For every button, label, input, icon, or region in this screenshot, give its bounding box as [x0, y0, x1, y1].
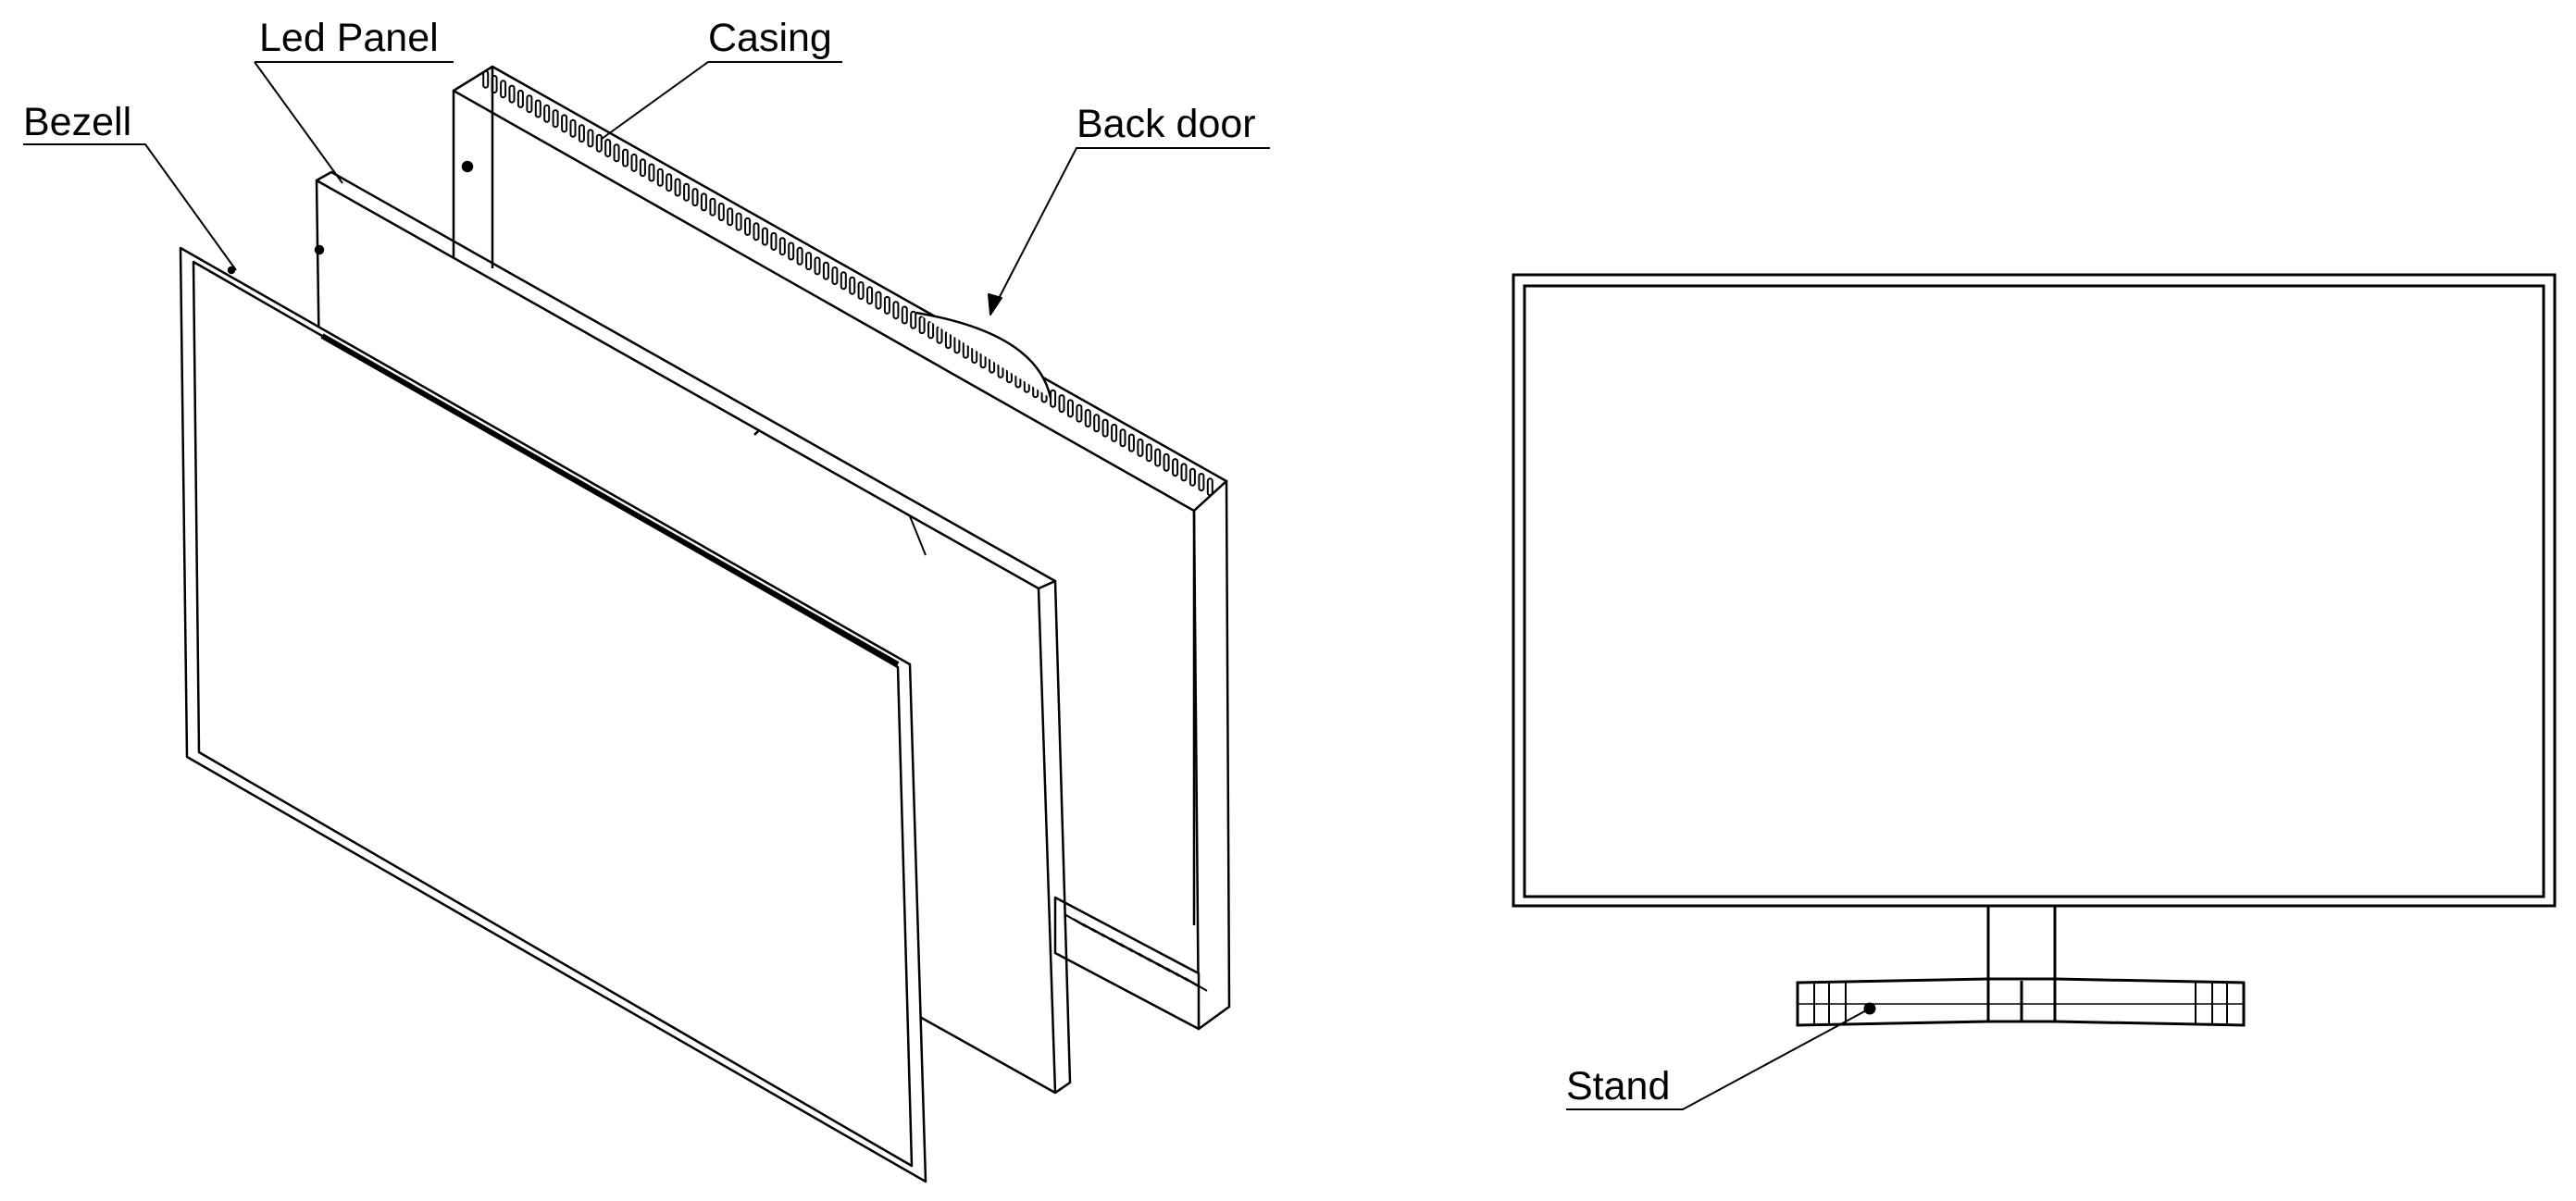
vent-slot — [910, 310, 917, 329]
vent-slot — [1084, 409, 1091, 427]
exploded-view — [23, 61, 1270, 1183]
vent-slot — [1198, 473, 1205, 491]
vent-slot — [778, 237, 786, 256]
vent-slot — [622, 148, 629, 167]
casing-top-vents — [482, 69, 1213, 497]
stand-shape — [1796, 977, 2246, 1027]
vent-slot — [1154, 448, 1162, 467]
vent-slot — [770, 231, 778, 251]
vent-slot — [857, 281, 865, 300]
vent-slot — [1119, 428, 1126, 448]
vent-slot — [674, 178, 681, 197]
vent-slot — [875, 291, 882, 310]
vent-slot — [1101, 418, 1109, 438]
vent-slot — [700, 192, 707, 212]
vent-slot — [630, 153, 638, 172]
vent-slot — [1066, 399, 1074, 418]
vent-slot — [604, 139, 612, 157]
vent-slot — [1163, 452, 1170, 472]
label-back-door: Back door — [1076, 102, 1256, 146]
vent-slot — [814, 256, 821, 276]
vent-slot — [613, 143, 620, 163]
vent-slot — [918, 316, 926, 335]
vent-slot — [1180, 463, 1188, 482]
vent-slot — [744, 217, 752, 236]
vent-slot — [666, 173, 673, 192]
vent-slot — [727, 207, 734, 227]
vent-slot — [648, 163, 655, 182]
vent-slot — [709, 197, 716, 217]
vent-slot — [683, 182, 691, 202]
casing-bottom-vents — [1064, 913, 1208, 992]
vent-slot — [691, 188, 699, 207]
vent-slot — [639, 158, 646, 178]
vent-slot — [587, 129, 594, 148]
vent-slot — [735, 212, 742, 231]
vent-slot — [578, 124, 585, 143]
vent-slot — [526, 94, 533, 114]
vent-slot — [491, 75, 498, 93]
vent-slot — [516, 89, 524, 108]
vent-slot — [1076, 403, 1083, 423]
vent-slot — [561, 114, 568, 133]
back-door-shape — [915, 311, 1052, 399]
vent-slot — [892, 301, 900, 320]
vent-slot — [866, 286, 874, 305]
label-led-panel: Led Panel — [259, 16, 439, 60]
vent-slot — [761, 227, 768, 246]
leader-line-stand — [1566, 1008, 1871, 1110]
vent-slot — [1093, 414, 1101, 433]
vent-slot — [656, 167, 664, 187]
vent-slot — [840, 271, 847, 291]
front-screen-inner — [1523, 284, 2545, 898]
vent-slot — [901, 305, 908, 325]
vent-slot — [508, 84, 516, 104]
vent-slot — [1137, 438, 1144, 457]
front-screen-outer — [1512, 273, 2557, 908]
vent-slot — [1145, 443, 1152, 463]
vent-slot — [595, 133, 603, 153]
label-casing: Casing — [708, 16, 832, 60]
vent-slot — [552, 109, 559, 129]
vent-slot — [805, 252, 813, 271]
casing-shape — [452, 65, 1231, 1031]
vent-slot — [543, 104, 551, 123]
label-bezell: Bezell — [23, 100, 131, 144]
vent-slot — [1050, 389, 1057, 408]
vent-slot — [883, 295, 890, 315]
vent-slot — [1188, 467, 1196, 487]
vent-slot — [534, 99, 541, 118]
vent-slot — [717, 203, 725, 221]
vent-slot — [788, 241, 795, 261]
vent-slot — [482, 69, 490, 89]
vent-slot — [1184, 977, 1208, 992]
vent-slot — [822, 261, 829, 280]
vent-slot — [831, 266, 839, 285]
vent-slot — [1111, 423, 1118, 442]
vent-slot — [1172, 458, 1179, 477]
front-view — [1512, 273, 2557, 1110]
vent-slot — [849, 276, 856, 295]
vent-slot — [796, 246, 803, 266]
bezel-shape — [179, 246, 927, 1183]
label-stand: Stand — [1566, 1064, 1670, 1108]
vent-slot — [753, 222, 760, 241]
vent-slot — [1058, 394, 1065, 414]
vent-slot — [500, 80, 507, 99]
leader-lines-exploded — [23, 61, 1270, 316]
vent-slot — [569, 118, 577, 138]
vent-slot — [1127, 433, 1135, 452]
vent-slot — [1206, 477, 1213, 497]
